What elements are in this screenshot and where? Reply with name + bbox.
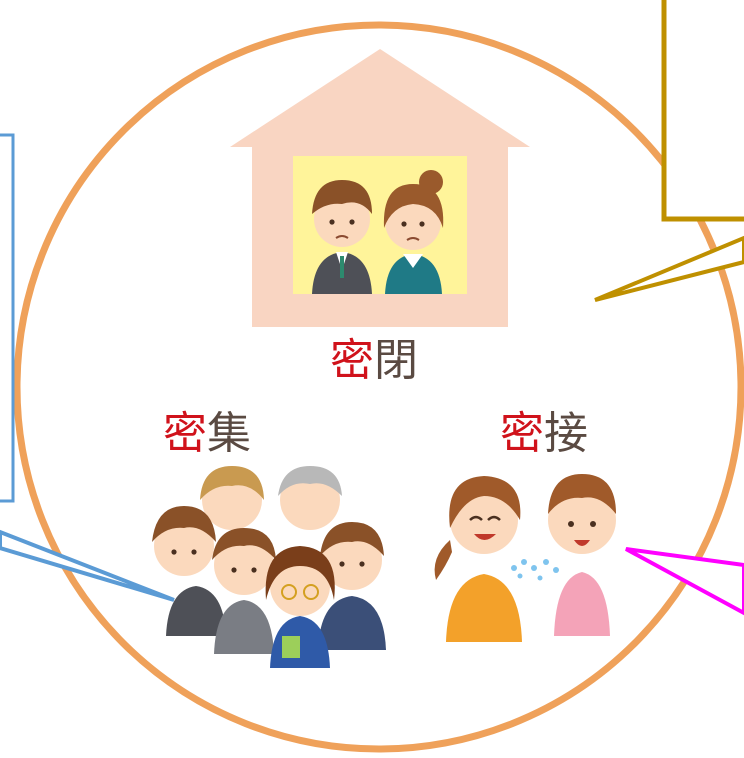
left-callout: [0, 133, 175, 602]
label-accent: 密: [163, 408, 207, 459]
label-rest: 集: [207, 408, 251, 459]
label-crowded-places: 密集: [163, 412, 251, 456]
crowd-icon: [152, 466, 386, 668]
woman-in-window-icon: [383, 170, 444, 294]
label-accent: 密: [500, 408, 544, 459]
label-close-contact: 密接: [500, 412, 588, 456]
label-closed-spaces: 密閉: [330, 339, 418, 383]
droplets: [511, 559, 559, 581]
label-rest: 閉: [374, 335, 418, 386]
man-in-window-icon: [312, 180, 372, 294]
label-accent: 密: [330, 335, 374, 386]
coughing-people-icon: [434, 474, 616, 642]
label-rest: 接: [544, 408, 588, 459]
right-callout: [625, 547, 744, 616]
top-right-callout: [594, 0, 744, 302]
house-icon: [230, 49, 530, 327]
